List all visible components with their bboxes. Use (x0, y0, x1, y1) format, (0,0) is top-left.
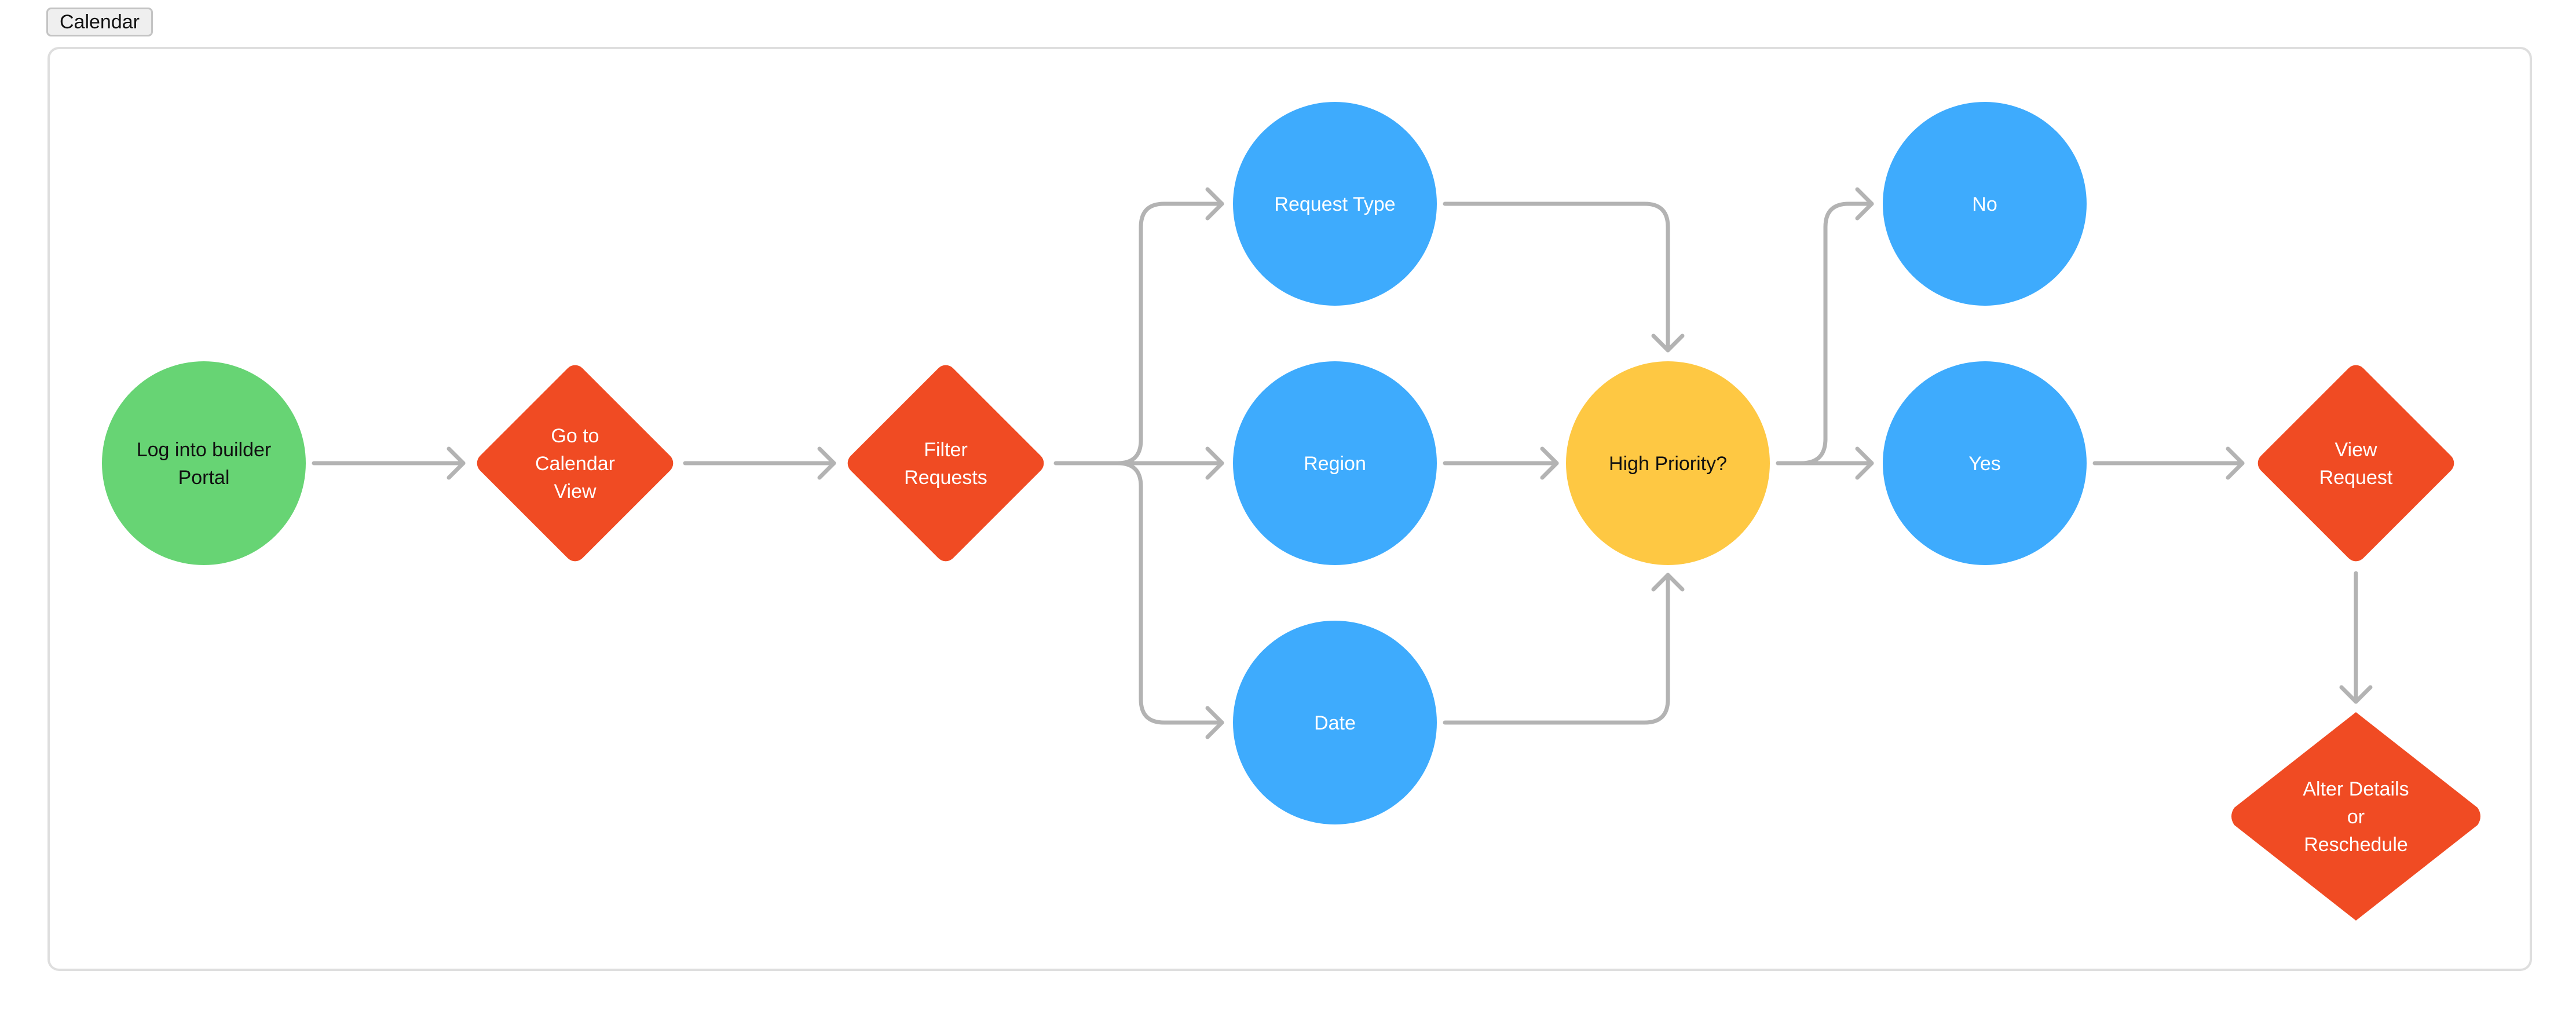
node-label: Yes (1968, 453, 2000, 475)
node-label-line: Date (1314, 712, 1356, 734)
process-diamond (477, 365, 674, 562)
node-label-line: View (554, 481, 597, 503)
arrow-view-request-to-alter (2339, 571, 2373, 704)
node-label-line: High Priority? (1609, 453, 1727, 475)
node-label: High Priority? (1609, 453, 1727, 475)
node-label-line: No (1972, 193, 1997, 215)
arrow-high-priority-to-no (1776, 187, 1874, 465)
process-diamond (2231, 712, 2480, 921)
arrow-calendar-view-to-filter (683, 446, 836, 480)
node-no: No (1883, 102, 2087, 306)
arrow-filter-to-request-type (1115, 187, 1224, 465)
node-label: Date (1314, 712, 1356, 734)
decision-circle (1566, 361, 1770, 565)
node-label-line: Log into builder (137, 439, 272, 461)
node-label-line: Portal (178, 467, 230, 489)
start-circle (102, 361, 306, 565)
arrow-filter-to-region (1053, 446, 1224, 480)
arrow-yes-to-view-request (2092, 446, 2245, 480)
node-label-line: Filter (924, 439, 968, 461)
process-diamond (847, 365, 1044, 562)
arrow-region-to-high-priority (1443, 446, 1559, 480)
node-request-type: Request Type (1233, 102, 1437, 306)
node-label-line: Request Type (1274, 193, 1395, 215)
node-label-line: Region (1304, 453, 1366, 475)
node-label-line: Go to (551, 425, 599, 447)
option-circle (1233, 621, 1437, 824)
node-label-line: View (2334, 439, 2377, 461)
node-date: Date (1233, 621, 1437, 824)
node-label: Request Type (1274, 193, 1395, 215)
node-region: Region (1233, 361, 1437, 565)
node-label-line: Reschedule (2304, 834, 2408, 856)
node-label-line: Calendar (535, 453, 615, 475)
arrow-high-priority-to-yes (1776, 446, 1874, 480)
node-label-line: Request (2319, 467, 2393, 489)
process-diamond (2257, 365, 2454, 562)
arrow-filter-to-date (1115, 461, 1224, 739)
arrow-login-to-calendar-view (312, 446, 466, 480)
connectors (312, 187, 2373, 739)
option-circle (1233, 102, 1437, 306)
arrow-date-to-high-priority (1443, 573, 1685, 725)
tab-calendar[interactable]: Calendar (46, 8, 153, 36)
option-circle (1883, 102, 2087, 306)
node-label-line: Yes (1968, 453, 2000, 475)
arrow-request-type-to-high-priority (1443, 201, 1685, 353)
node-label: Region (1304, 453, 1366, 475)
option-circle (1883, 361, 2087, 565)
node-yes: Yes (1883, 361, 2087, 565)
node-label-line: Alter Details (2303, 778, 2409, 800)
node-label-line: or (2347, 806, 2365, 828)
node-high-priority: High Priority? (1566, 361, 1770, 565)
node-label-line: Requests (904, 467, 987, 489)
node-label: No (1972, 193, 1997, 215)
option-circle (1233, 361, 1437, 565)
